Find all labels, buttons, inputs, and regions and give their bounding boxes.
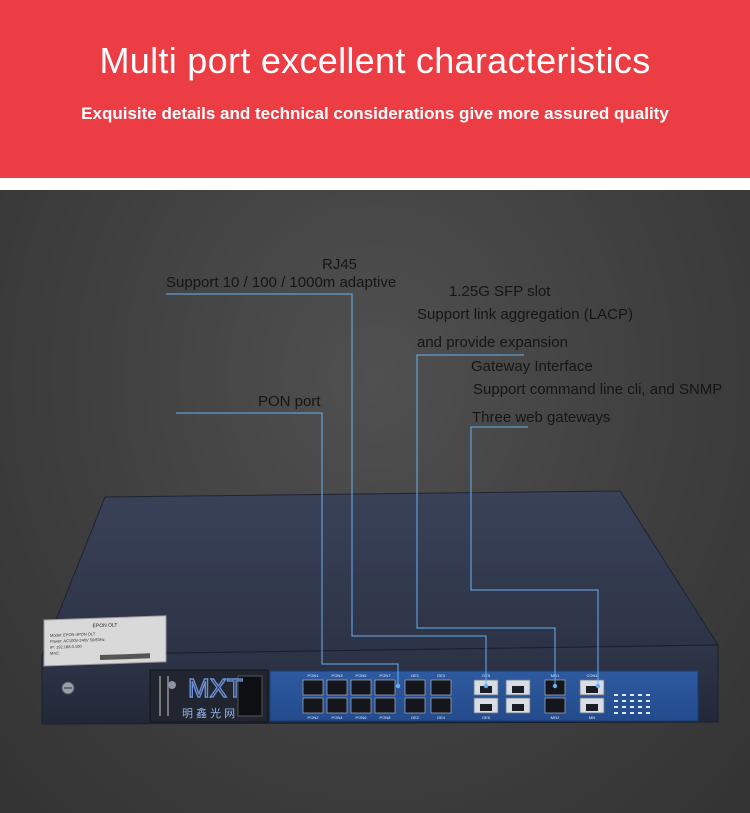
gateway-callout-desc-1: Support command line cli, and SNMP: [473, 381, 723, 398]
product-label-line-3: Power: AC100V-240V 50/60Hz: [50, 637, 105, 644]
mgmt-port: [544, 697, 566, 714]
pon-label-top-3: PON5: [356, 673, 368, 678]
ge-sfp-cages: [404, 679, 452, 714]
ge-label-top-1: GE1: [411, 673, 420, 678]
watermark-chinese: 明 鑫 光 网: [182, 706, 235, 720]
rj45-callout-title: RJ45: [322, 256, 358, 273]
pon-port: [302, 679, 324, 696]
rj45-leader-line: [166, 293, 487, 686]
pon-port: [350, 697, 372, 714]
pon-label-bottom-4: PON8: [380, 715, 392, 720]
product-label-line-5: MAC:: [50, 650, 60, 655]
pon-port: [374, 697, 396, 714]
ge-sfp-port: [430, 697, 452, 714]
pon-leader-line: [176, 412, 399, 686]
gateway-leader-line: [470, 426, 599, 686]
product-label: EPON OLT Model: EPON-4PON OLT Power: AC1…: [43, 615, 167, 667]
sfp-callout-desc-1: Support link aggregation (LACP): [417, 306, 633, 323]
ge-sfp-group: GE1 GE3 GE2 GE4: [411, 673, 446, 720]
rj45-callout-desc: Support 10 / 100 / 1000m adaptive: [166, 274, 397, 291]
pon-label-top-2: PON3: [332, 673, 344, 678]
pon-label-bottom-1: PON2: [308, 715, 320, 720]
pon-port: [326, 679, 348, 696]
pon-sfp-cages: [302, 679, 396, 714]
sfp-callout-desc-2: and provide expansion: [417, 334, 568, 351]
banner-subtitle: Exquisite details and technical consider…: [81, 104, 669, 123]
pon-port: [374, 679, 396, 696]
pon-port: [302, 697, 324, 714]
led-indicators: [614, 694, 650, 714]
callout-lines: [166, 293, 599, 686]
product-label-line-1: EPON OLT: [93, 622, 118, 629]
ge-sfp-port: [404, 679, 426, 696]
banner-gap: [0, 178, 750, 190]
product-label-line-4: IP: 192.168.0.100: [50, 644, 82, 650]
rj45-label-bottom: GE6: [482, 715, 491, 720]
pon-callout-title: PON port: [258, 393, 321, 410]
banner-title: Multi port excellent characteristics: [99, 40, 651, 81]
pon-label-top-1: PON1: [308, 673, 320, 678]
pon-port: [350, 679, 372, 696]
product-label-line-2: Model: EPON-4PON OLT: [50, 631, 96, 638]
gateway-callout-title: Gateway Interface: [471, 358, 593, 375]
console-label-bottom: MN: [589, 715, 595, 720]
callout-dots: [395, 683, 601, 689]
ge-sfp-port: [430, 679, 452, 696]
mgmt-label-bottom: MG2: [551, 715, 560, 720]
gateway-callout-desc-2: Three web gateways: [472, 409, 611, 426]
pon-label-bottom-2: PON4: [332, 715, 344, 720]
ge-sfp-port: [404, 697, 426, 714]
power-module: [149, 669, 269, 723]
ge-label-bottom-2: GE4: [437, 715, 446, 720]
header-banner: Multi port excellent characteristics Exq…: [0, 0, 750, 178]
ge-label-top-2: GE3: [437, 673, 446, 678]
console-label-top: CON1: [586, 673, 598, 678]
barcode: [100, 653, 150, 661]
watermark-logo: MXT: [188, 673, 243, 703]
pon-label-bottom-3: PON6: [356, 715, 368, 720]
pon-port: [326, 697, 348, 714]
sfp-leader-line: [416, 354, 556, 686]
sfp-callout-title: 1.25G SFP slot: [449, 283, 551, 300]
pon-label-top-4: PON7: [380, 673, 392, 678]
ge-label-bottom-1: GE2: [411, 715, 420, 720]
pon-port-group: PON1 PON3 PON5 PON7 PON2 PON4 PON6 PON8: [308, 673, 392, 720]
